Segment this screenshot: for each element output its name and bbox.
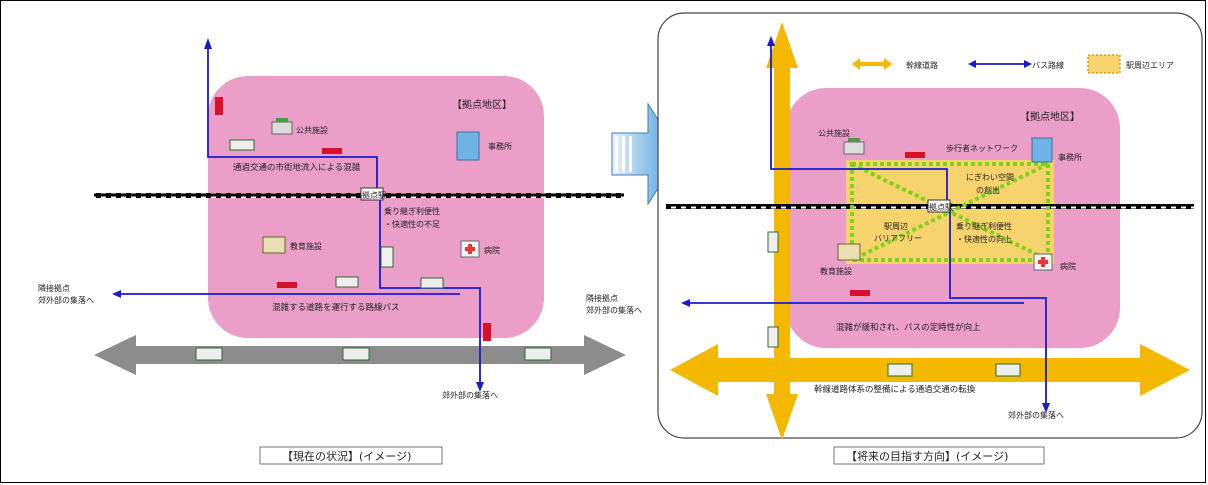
bus-arrow-north [204,38,212,49]
congestion-markers-future [850,152,925,296]
station-label: 拠点駅 [362,190,386,200]
school-building-icon [262,236,286,254]
left-dest-1: 隣接拠点 [38,283,70,293]
hospital-icon [460,240,480,258]
trunk-road-legend-icon [852,58,892,70]
congestion-relief-label: 混雑が緩和され、バスの定時性が向上 [836,322,981,333]
bus-stop-icon [380,246,394,268]
bus-arrow-west [112,290,121,298]
congested-bus-issue: 混雑する道路を運行する路線バス [272,302,400,313]
left-caption: 【現在の状況】(イメージ) [282,449,411,463]
hospital-label: 病院 [484,245,500,255]
trunk-road-legend-label: 幹線道路 [906,60,938,70]
vehicle-icons-future [767,231,1021,377]
bustle-label-1: にぎわい空間 [966,172,1014,182]
district-area [208,76,544,338]
district-label: 【拠点地区】 [452,98,512,111]
right-panel: 拠点駅 幹線道路 バス路線 駅周辺エリア 【拠点地区】 公共施設 事務所 教育施… [586,22,1194,440]
transfer-issue-1: 乗り継ぎ利便性 [384,206,440,216]
bus-route-legend-label: バス路線 [1032,60,1064,70]
barrier-free-label-1: 駅周辺 [884,222,908,231]
station-area-legend-icon [1087,54,1121,74]
railway-line [94,193,624,198]
bus-arrow-south [476,382,484,392]
right-dest-left-1: 隣接拠点 [586,293,618,303]
left-dest-2: 郊外部の集落へ [38,295,94,305]
congestion-markers [215,97,491,341]
bottom-dest: 郊外部の集落へ [442,390,498,400]
public-facility-icon [271,118,293,135]
bus-arrow-north-future [767,36,775,46]
transfer-improve-label-1: 乗り継ぎ利便性 [956,221,1012,231]
barrier-free-label-2: バリアフリー [874,234,922,243]
right-caption: 【将来の目指す方向】(イメージ) [846,449,1008,463]
education-facility-label: 教育施設 [290,241,322,251]
district-label-future: 【拠点地区】 [1020,110,1080,123]
right-caption-frame [833,446,1045,465]
bustle-label-2: の創出 [976,185,1000,195]
transfer-improve-label-2: ・快適性の向上 [956,234,1012,244]
bus-arrow-west-future [681,299,690,307]
through-traffic-issue: 通過交通の市街地流入による混雑 [233,162,361,173]
station-marker [360,187,384,201]
bus-route-lines-future [686,44,1047,405]
education-facility-label-future: 教育施設 [820,266,852,276]
office-label-future: 事務所 [1058,152,1082,162]
pedestrian-network-label: 歩行者ネットワーク [946,143,1018,153]
station-label-future: 拠点駅 [929,202,953,212]
right-dest-bottom: 郊外部の集落へ [1008,410,1064,420]
left-caption-frame [259,446,443,465]
public-facility-label: 公共施設 [296,125,328,135]
legend: 幹線道路 バス路線 駅周辺エリア [852,54,1174,74]
pedestrian-network [850,162,1050,262]
bypass-traffic-label: 幹線道路体系の整備による通過交通の転換 [814,384,976,395]
station-area-legend-label: 駅周辺エリア [1126,61,1174,70]
hospital-icon-future [1033,253,1053,271]
transition-arrow-stripes [615,136,632,172]
vehicle-icons [195,139,552,361]
school-building-icon-future [837,243,861,261]
station-marker-future [927,199,951,213]
right-dest-left-2: 郊外部の集落へ [586,305,642,315]
hospital-label-future: 病院 [1060,261,1076,271]
office-label: 事務所 [488,141,512,151]
public-facility-label-future: 公共施設 [818,128,850,138]
office-building-icon [456,131,480,161]
bus-legend-right-head [1024,60,1032,68]
bus-legend-left-head [968,60,976,68]
transfer-issue-2: ・快適性の不足 [384,219,440,229]
office-building-icon-future [1031,137,1053,163]
bus-arrow-south-future [1042,403,1050,413]
left-panel: 拠点駅 公共施設 事務所 教育施設 病院 【拠点地区】 通過交通の市街地流入によ… [38,38,626,400]
public-facility-icon-future [843,138,865,155]
